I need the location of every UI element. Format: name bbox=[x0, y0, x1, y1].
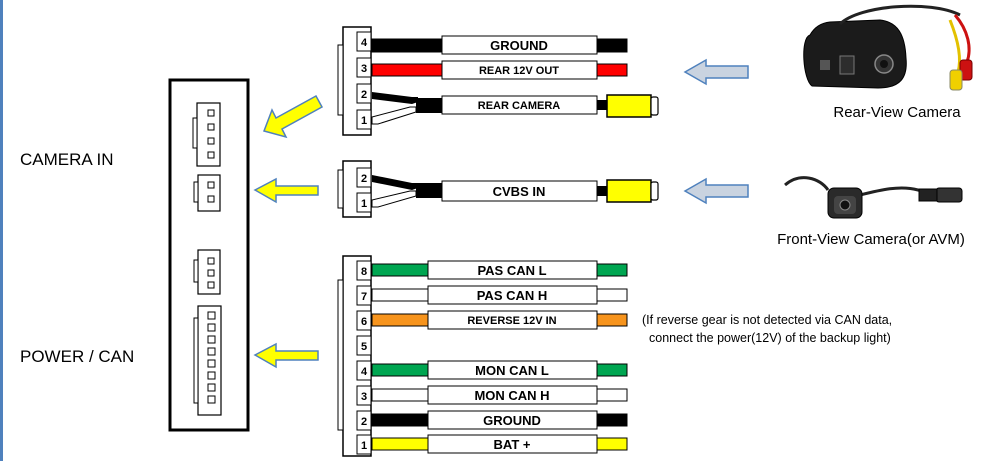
rear-view-camera-label: Rear-View Camera bbox=[833, 104, 961, 121]
front-view-camera-label: Front-View Camera(or AVM) bbox=[777, 231, 965, 248]
power-pin-3: 3 bbox=[361, 391, 367, 403]
arrow-to-power-can-icon bbox=[253, 342, 319, 369]
bat-plus-wire-right bbox=[596, 437, 628, 451]
power-pin-4: 4 bbox=[361, 366, 368, 378]
rear-camera-rca-tip bbox=[650, 96, 659, 116]
bat-plus-label: BAT + bbox=[494, 437, 531, 452]
arrow-to-rear-input-icon bbox=[263, 94, 324, 139]
power-pin-6: 6 bbox=[361, 316, 367, 328]
pas-can-l-wire-right bbox=[596, 263, 628, 277]
cvbs-rca-plug-icon bbox=[606, 179, 652, 203]
mon-can-l-label: MON CAN L bbox=[475, 363, 549, 378]
mon-can-l-wire-left bbox=[371, 363, 429, 377]
rear-12v-wire-left bbox=[371, 63, 443, 77]
reverse-note-line-2: connect the power(12V) of the backup lig… bbox=[649, 331, 891, 345]
cvbs-pin-1: 1 bbox=[361, 198, 367, 210]
reverse-12v-wire-left bbox=[371, 313, 429, 327]
bat-plus-wire-left bbox=[371, 437, 429, 451]
rear-camera-wire-right bbox=[597, 100, 607, 110]
pas-can-h-wire-left bbox=[371, 288, 429, 302]
cvbs-in-label: CVBS IN bbox=[493, 184, 546, 199]
cvbs-wire-black bbox=[372, 175, 418, 190]
arrow-from-rear-camera-icon bbox=[683, 58, 749, 86]
cvbs-rca-tip bbox=[650, 181, 659, 201]
rear-ground-label: GROUND bbox=[490, 38, 548, 53]
power-pin-2: 2 bbox=[361, 416, 367, 428]
cvbs-wire-joint bbox=[416, 183, 444, 198]
power-pin-1: 1 bbox=[361, 440, 367, 452]
rear-pin-2: 2 bbox=[361, 89, 367, 101]
rear-camera-rca-plug-icon bbox=[606, 94, 652, 118]
camera-in-label: CAMERA IN bbox=[20, 150, 114, 169]
rear-connector-block bbox=[337, 26, 372, 136]
pas-can-h-wire-right bbox=[596, 288, 628, 302]
mon-can-h-wire-right bbox=[596, 388, 628, 402]
rear-ground-wire-right bbox=[596, 38, 628, 53]
power-ground-wire-left bbox=[371, 413, 429, 427]
cvbs-pin-2: 2 bbox=[361, 173, 367, 185]
rear-12v-wire-right bbox=[596, 63, 628, 77]
rear-camera-wire-white bbox=[371, 106, 417, 125]
module-connector-aux bbox=[193, 249, 221, 295]
cvbs-connector-block bbox=[337, 160, 372, 218]
arrow-to-front-input-icon bbox=[253, 177, 319, 204]
cvbs-wire-white bbox=[371, 190, 417, 208]
reverse-12v-in-label: REVERSE 12V IN bbox=[467, 315, 556, 327]
rear-camera-wire-black bbox=[372, 92, 418, 104]
pas-can-l-label: PAS CAN L bbox=[477, 263, 546, 278]
power-pin-5: 5 bbox=[361, 341, 367, 353]
mon-can-l-wire-right bbox=[596, 363, 628, 377]
power-can-connector-block bbox=[337, 255, 372, 457]
rear-camera-label: REAR CAMERA bbox=[478, 100, 561, 112]
mon-can-h-wire-left bbox=[371, 388, 429, 402]
power-ground-wire-right bbox=[596, 413, 628, 427]
pas-can-h-label: PAS CAN H bbox=[477, 288, 548, 303]
left-edge-bar bbox=[0, 0, 3, 461]
arrow-from-front-camera-icon bbox=[683, 177, 749, 205]
reverse-note-line-1: (If reverse gear is not detected via CAN… bbox=[642, 313, 892, 327]
reverse-12v-wire-right bbox=[596, 313, 628, 327]
cvbs-wire-right bbox=[597, 186, 607, 196]
power-pin-8: 8 bbox=[361, 266, 367, 278]
module-connector-camera-rear bbox=[192, 102, 221, 167]
power-ground-label: GROUND bbox=[483, 413, 541, 428]
power-pin-7: 7 bbox=[361, 291, 367, 303]
rear-pin-3: 3 bbox=[361, 63, 367, 75]
front-view-camera-image bbox=[784, 176, 963, 219]
power-can-label: POWER / CAN bbox=[20, 347, 134, 366]
module-connector-camera-front bbox=[193, 174, 221, 212]
rear-camera-wire-joint bbox=[416, 98, 444, 113]
rear-pin-4: 4 bbox=[361, 37, 368, 49]
mon-can-h-label: MON CAN H bbox=[474, 388, 549, 403]
module-connector-power-can bbox=[193, 305, 222, 416]
rear-ground-wire-left bbox=[371, 38, 443, 53]
rear-view-camera-image bbox=[803, 4, 973, 91]
pas-can-l-wire-left bbox=[371, 263, 429, 277]
rear-pin-1: 1 bbox=[361, 115, 367, 127]
rear-12v-out-label: REAR 12V OUT bbox=[479, 65, 559, 77]
